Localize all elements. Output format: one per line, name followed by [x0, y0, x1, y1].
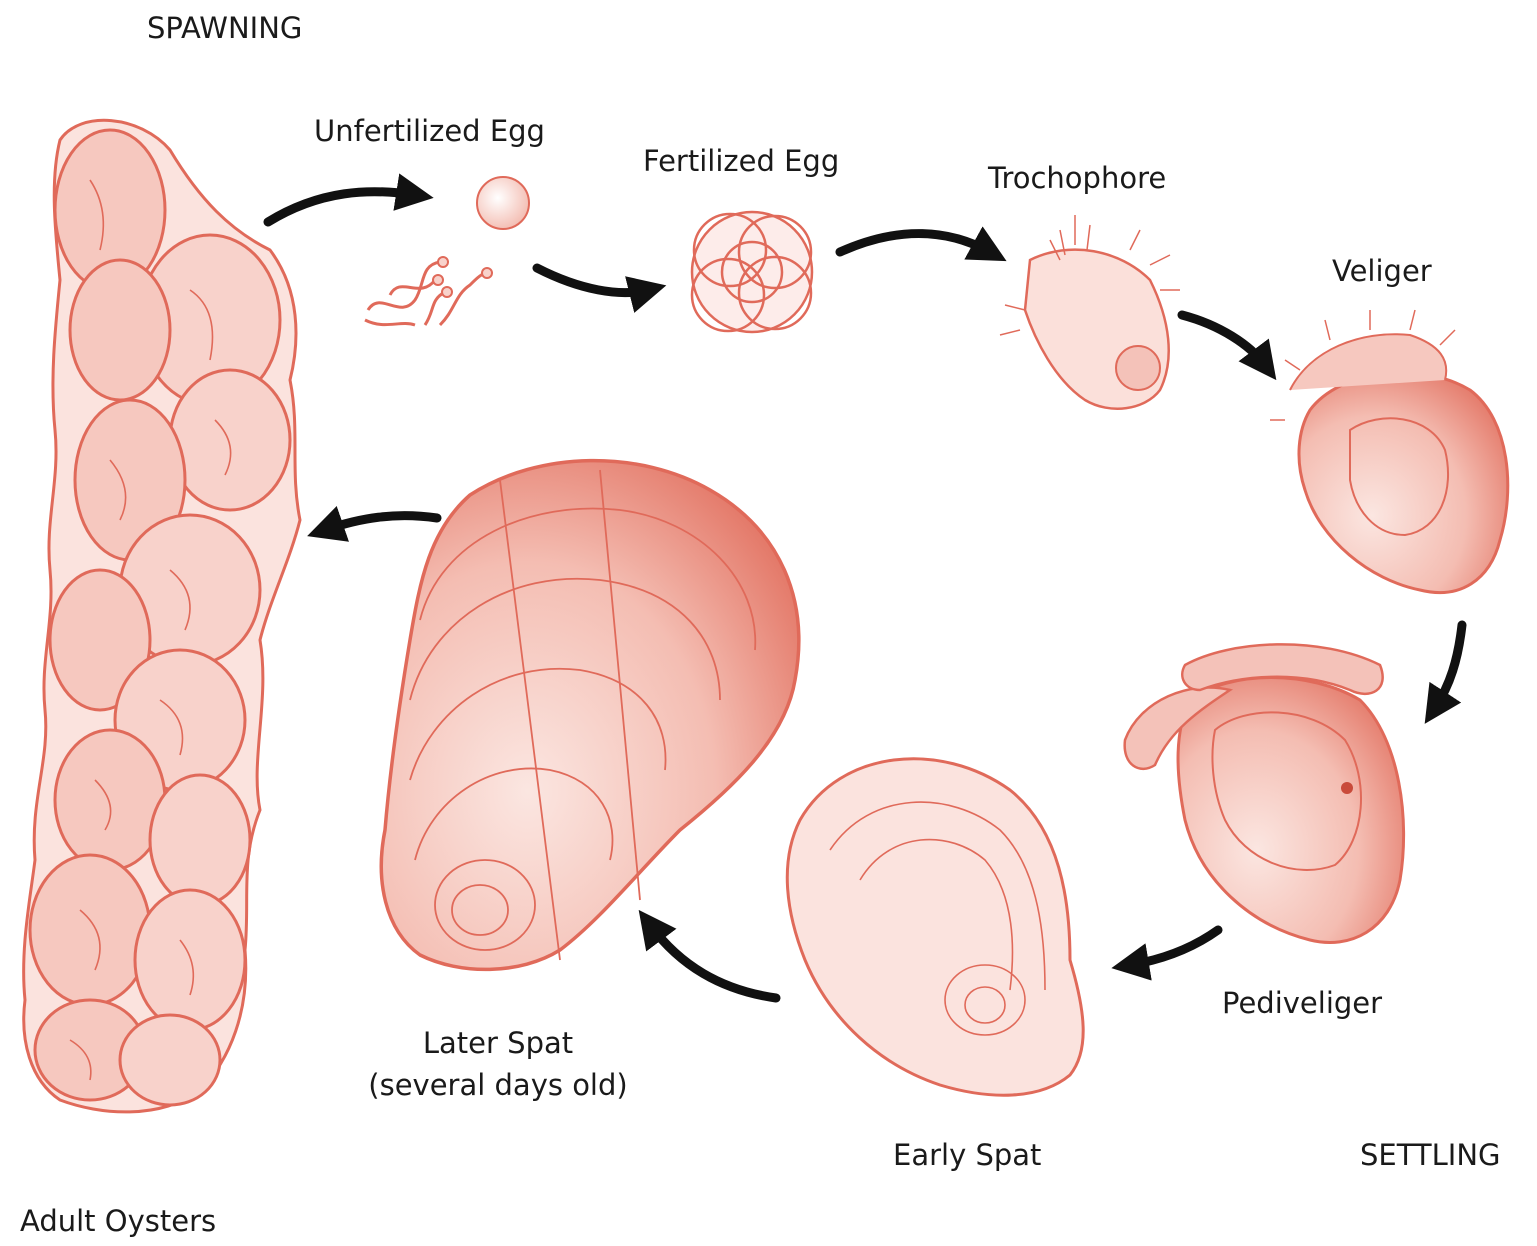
label-spawning: SPAWNING	[147, 10, 302, 46]
trochophore-illustration	[1000, 215, 1180, 409]
label-later-spat: Later Spat (several days old)	[348, 1025, 648, 1104]
label-early-spat: Early Spat	[893, 1137, 1041, 1173]
arrow-early-to-later-spat	[650, 925, 776, 998]
label-settling: SETTLING	[1360, 1137, 1501, 1173]
unfertilized-egg-illustration	[365, 177, 529, 325]
label-later-spat-line1: Later Spat	[348, 1025, 648, 1061]
pediveliger-illustration	[1125, 644, 1404, 942]
label-unfertilized-egg: Unfertilized Egg	[314, 113, 545, 149]
adult-oysters-illustration	[24, 120, 300, 1112]
label-later-spat-line2: (several days old)	[348, 1067, 648, 1103]
label-veliger: Veliger	[1332, 253, 1432, 289]
fertilized-egg-illustration	[692, 212, 812, 332]
arrow-pediveliger-to-early-spat	[1130, 930, 1218, 965]
label-trochophore: Trochophore	[988, 160, 1166, 196]
later-spat-illustration	[381, 461, 798, 970]
label-adult-oysters: Adult Oysters	[20, 1203, 216, 1239]
arrow-trochophore-to-veliger	[1182, 315, 1265, 365]
veliger-illustration	[1270, 310, 1508, 593]
arrow-spawning-to-egg	[268, 192, 415, 222]
arrow-veliger-to-pediveliger	[1435, 625, 1462, 708]
early-spat-illustration	[787, 759, 1083, 1095]
arrow-later-spat-to-adult	[325, 516, 437, 530]
label-pediveliger: Pediveliger	[1222, 985, 1382, 1021]
arrow-fertilized-to-trochophore	[840, 234, 990, 252]
label-fertilized-egg: Fertilized Egg	[643, 143, 839, 179]
arrow-sperm-to-fertilized	[537, 268, 648, 293]
